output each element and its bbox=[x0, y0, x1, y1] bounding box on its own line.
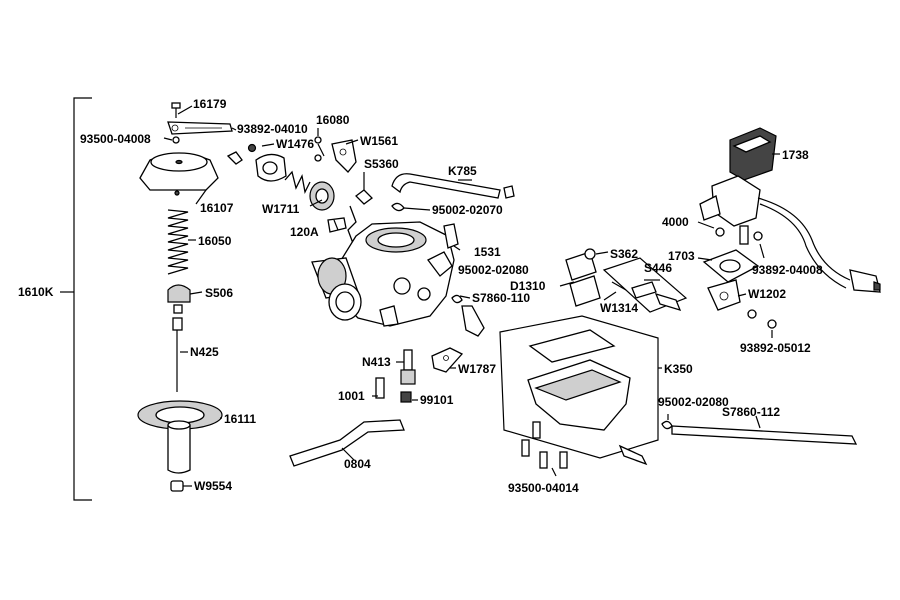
label-s362: S362 bbox=[610, 247, 638, 261]
label-d1310: D1310 bbox=[510, 279, 546, 293]
cover-d1310-part bbox=[565, 251, 601, 307]
holder-s506-part bbox=[167, 284, 191, 331]
hose-k785-part bbox=[391, 173, 515, 199]
screw-16179-part bbox=[171, 102, 181, 118]
label-93500-04008: 93500-04008 bbox=[80, 132, 151, 146]
cap-16107-part bbox=[139, 152, 219, 196]
label-16080: 16080 bbox=[316, 113, 350, 127]
bracket-16179-part bbox=[167, 121, 233, 135]
washer-s362-part bbox=[584, 248, 596, 260]
screw-93892-04010-part bbox=[226, 143, 257, 165]
bracket-1703-part bbox=[702, 249, 760, 283]
label-93892-04010: 93892-04010 bbox=[237, 122, 308, 136]
label-w1561: W1561 bbox=[360, 134, 398, 148]
drain-screw-part bbox=[618, 444, 648, 466]
label-n425: N425 bbox=[190, 345, 219, 359]
label-93892-04008: 93892-04008 bbox=[752, 263, 823, 277]
starter-4000-part bbox=[699, 175, 761, 245]
bracket-w1787-part bbox=[431, 347, 464, 373]
cover-w1476-part bbox=[255, 153, 287, 182]
label-95002-02080-lower: 95002-02080 bbox=[658, 395, 729, 409]
jet-1001-part bbox=[375, 377, 385, 399]
label-1610k: 1610K bbox=[18, 285, 54, 299]
label-16107: 16107 bbox=[200, 201, 234, 215]
clip-95002-02080a-part bbox=[451, 294, 463, 304]
label-s5360: S5360 bbox=[364, 157, 399, 171]
assembly-bracket bbox=[60, 97, 92, 501]
cap-1738-part bbox=[729, 127, 777, 181]
hose-s7860-110-part bbox=[461, 305, 485, 337]
label-93500-04014: 93500-04014 bbox=[508, 481, 579, 495]
clip-95002-02070-part bbox=[391, 202, 405, 212]
part-labels: 16179 93500-04008 93892-04010 16080 W147… bbox=[18, 97, 823, 495]
nipple-1531-part bbox=[443, 223, 459, 249]
label-16111: 16111 bbox=[224, 412, 256, 426]
label-120a: 120A bbox=[290, 225, 319, 239]
label-s7860-112: S7860-112 bbox=[722, 405, 780, 419]
spring-w1711-part bbox=[284, 170, 335, 211]
wire-part bbox=[757, 197, 881, 293]
label-16050: 16050 bbox=[198, 234, 232, 248]
screws-93500-04014-part bbox=[521, 421, 568, 469]
label-w1314: W1314 bbox=[600, 301, 638, 315]
diaphragm-16111-part bbox=[137, 400, 223, 474]
holder-w1202-part bbox=[707, 279, 741, 311]
screws-93892-05012-part bbox=[747, 309, 777, 329]
bracket-w1561-part bbox=[331, 139, 357, 173]
label-4000: 4000 bbox=[662, 215, 689, 229]
label-k785: K785 bbox=[448, 164, 477, 178]
screw-93500-04008-part bbox=[172, 136, 180, 144]
label-93892-05012: 93892-05012 bbox=[740, 341, 811, 355]
label-1001: 1001 bbox=[338, 389, 365, 403]
screws-93892-04008-part bbox=[715, 227, 763, 241]
label-99101: 99101 bbox=[420, 393, 454, 407]
label-1531: 1531 bbox=[474, 245, 501, 259]
label-w1202: W1202 bbox=[748, 287, 786, 301]
clip-95002-02080b-part bbox=[661, 420, 673, 430]
label-w1787: W1787 bbox=[458, 362, 496, 376]
carburetor-body-part bbox=[311, 221, 455, 327]
label-95002-02070: 95002-02070 bbox=[432, 203, 503, 217]
assembly-s446-part bbox=[602, 257, 688, 313]
spring-16050-part bbox=[167, 209, 189, 275]
screws-16080-part bbox=[314, 136, 325, 162]
jet-n413-part bbox=[400, 349, 416, 385]
label-s7860-110: S7860-110 bbox=[472, 291, 530, 305]
label-s446: S446 bbox=[644, 261, 672, 275]
label-1703: 1703 bbox=[668, 249, 695, 263]
label-1738: 1738 bbox=[782, 148, 809, 162]
label-w1711: W1711 bbox=[262, 202, 300, 216]
hose-s7860-112-part bbox=[671, 425, 858, 445]
pin-120a-part bbox=[327, 217, 347, 233]
label-k350: K350 bbox=[664, 362, 693, 376]
label-n413: N413 bbox=[362, 355, 391, 369]
label-95002-02080-upper: 95002-02080 bbox=[458, 263, 529, 277]
label-s506: S506 bbox=[205, 286, 233, 300]
label-w1476: W1476 bbox=[276, 137, 314, 151]
label-w9554: W9554 bbox=[194, 479, 232, 493]
leader-lines bbox=[163, 105, 780, 487]
gasket-k350-part bbox=[528, 329, 616, 363]
label-16179: 16179 bbox=[193, 97, 227, 111]
float-chamber-outline bbox=[499, 315, 659, 459]
screw-s5360-part bbox=[347, 189, 373, 247]
float-bowl-k350-part bbox=[527, 359, 631, 431]
hose-0804-part bbox=[289, 419, 405, 467]
cap-w9554-part bbox=[170, 480, 184, 492]
jet-99101-part bbox=[400, 391, 412, 403]
label-0804: 0804 bbox=[344, 457, 371, 471]
